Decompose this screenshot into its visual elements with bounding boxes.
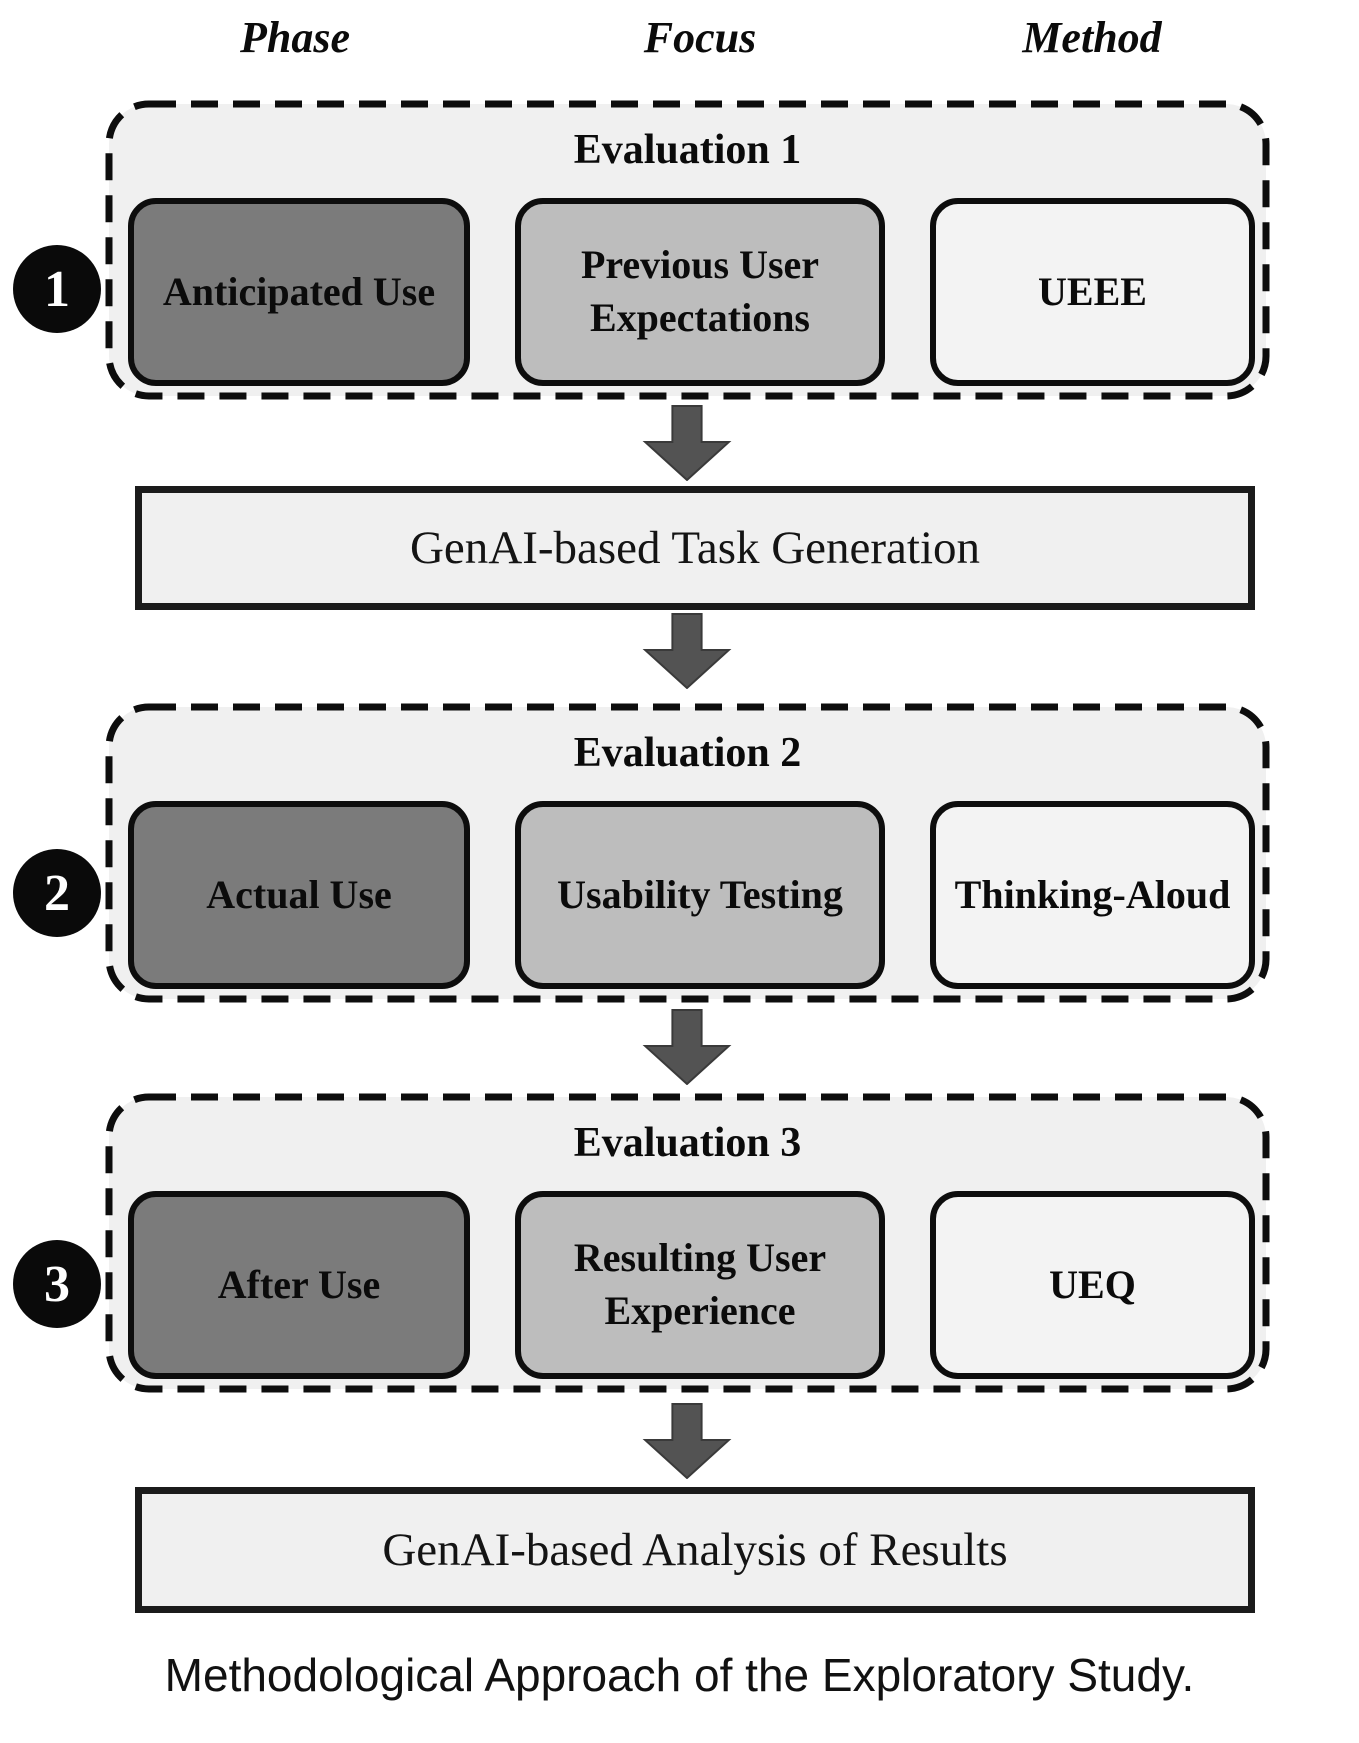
evaluation-2-phase-box: Actual Use	[128, 801, 470, 989]
step-2-badge: 2	[13, 849, 101, 937]
evaluation-1-method-label: UEEE	[1038, 268, 1147, 314]
column-header-focus: Focus	[643, 13, 757, 62]
evaluation-2-method-box: Thinking-Aloud	[930, 801, 1255, 989]
evaluation-3-method-box: UEQ	[930, 1191, 1255, 1379]
figure-caption: Methodological Approach of the Explorato…	[164, 1649, 1195, 1701]
analysis-results-label: GenAI-based Analysis of Results	[382, 1524, 1008, 1576]
step-2-number: 2	[44, 864, 70, 922]
evaluation-3-method-label: UEQ	[1049, 1261, 1136, 1307]
down-arrow-icon	[642, 1009, 732, 1085]
step-1-number: 1	[44, 260, 70, 318]
evaluation-2-focus-label: Usability Testing	[557, 871, 843, 917]
evaluation-1-panel: Evaluation 1 Anticipated Use Previous Us…	[105, 100, 1270, 400]
down-arrow-icon	[642, 613, 732, 689]
analysis-results-box: GenAI-based Analysis of Results	[135, 1487, 1255, 1613]
down-arrow-icon	[642, 405, 732, 481]
evaluation-3-focus-box: Resulting User Experience	[515, 1191, 885, 1379]
evaluation-2-focus-box: Usability Testing	[515, 801, 885, 989]
step-3-number: 3	[44, 1255, 70, 1313]
evaluation-3-title: Evaluation 3	[573, 1120, 802, 1166]
evaluation-2-method-label: Thinking-Aloud	[954, 871, 1231, 917]
evaluation-3-focus-label: Resulting User Experience	[573, 1235, 827, 1333]
evaluation-1-focus-box: Previous User Expectations	[515, 198, 885, 386]
down-arrow-icon	[642, 1403, 732, 1479]
evaluation-1-method-box: UEEE	[930, 198, 1255, 386]
evaluation-3-phase-label: After Use	[217, 1261, 381, 1307]
evaluation-2-panel: Evaluation 2 Actual Use Usability Testin…	[105, 703, 1270, 1003]
step-3-badge: 3	[13, 1240, 101, 1328]
evaluation-1-phase-label: Anticipated Use	[162, 268, 436, 314]
evaluation-1-phase-box: Anticipated Use	[128, 198, 470, 386]
evaluation-3-phase-box: After Use	[128, 1191, 470, 1379]
evaluation-3-panel: Evaluation 3 After Use Resulting User Ex…	[105, 1093, 1270, 1393]
column-header-phase: Phase	[240, 13, 350, 62]
column-header-method: Method	[1022, 13, 1162, 62]
evaluation-1-focus-label: Previous User Expectations	[580, 242, 820, 340]
task-generation-label: GenAI-based Task Generation	[409, 522, 981, 574]
task-generation-box: GenAI-based Task Generation	[135, 486, 1255, 610]
evaluation-2-title: Evaluation 2	[573, 730, 802, 776]
step-1-badge: 1	[13, 245, 101, 333]
evaluation-2-phase-label: Actual Use	[206, 871, 392, 917]
evaluation-1-title: Evaluation 1	[573, 127, 802, 173]
